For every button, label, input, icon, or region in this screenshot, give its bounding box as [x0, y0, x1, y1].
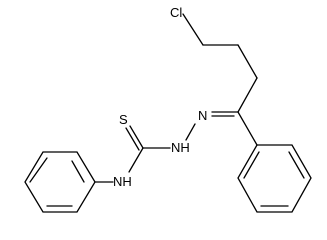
- chlorine-label: Cl: [170, 5, 182, 20]
- hydrazine-nh-label: NH: [171, 140, 190, 155]
- structure-diagram: Cl S N NH NH: [24, 5, 312, 213]
- bond-c2-c3: [237, 44, 258, 79]
- bond-cs-s-a: [129, 125, 144, 149]
- bond-c4-phenyl: [237, 111, 258, 146]
- bond-cs-nh: [128, 147, 144, 173]
- bond-cs-s-b: [125, 127, 140, 151]
- bond-n-nh: [185, 123, 196, 141]
- bond-cl-c1: [182, 13, 204, 46]
- sulfur-label: S: [119, 112, 128, 127]
- aniline-nh-label: NH: [113, 174, 132, 189]
- bond-c3-c4: [237, 77, 258, 113]
- left-phenyl-ring: [24, 151, 96, 213]
- imine-nitrogen-label: N: [198, 108, 207, 123]
- right-phenyl-ring: [237, 144, 312, 213]
